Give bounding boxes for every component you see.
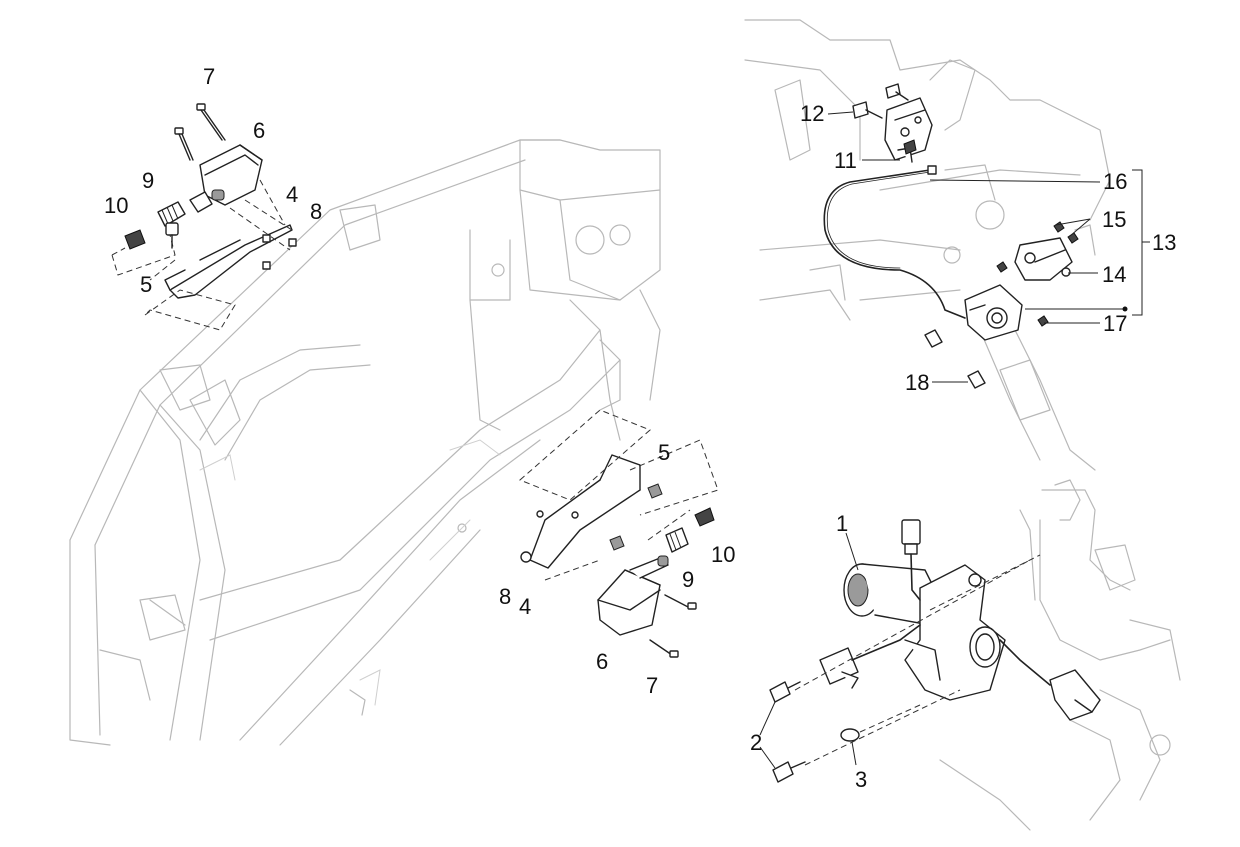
left-actuator-group xyxy=(111,103,297,331)
callout-4-left: 4 xyxy=(286,182,298,207)
callout-12: 12 xyxy=(800,101,824,126)
connector-right xyxy=(999,639,1101,721)
callout-13: 13 xyxy=(1152,230,1176,255)
cover-14 xyxy=(1014,237,1073,281)
callout-8-center: 8 xyxy=(499,584,511,609)
screw-7-left xyxy=(174,103,226,161)
connector-top xyxy=(901,519,921,601)
callout-8-left: 8 xyxy=(310,199,322,224)
bolt-5-center xyxy=(609,483,663,551)
callout-6-left: 6 xyxy=(253,118,265,143)
washer-3 xyxy=(840,728,860,742)
callout-11: 11 xyxy=(834,148,857,173)
ignition-switch-1 xyxy=(843,563,1006,701)
callout-2: 2 xyxy=(750,730,762,755)
callout-7-center: 7 xyxy=(646,673,658,698)
chassis-frame xyxy=(69,139,661,746)
latch-11 xyxy=(884,97,933,163)
callout-4-center: 4 xyxy=(519,594,531,619)
callout-7-left: 7 xyxy=(203,64,215,89)
washer-8-center xyxy=(520,551,532,563)
screw-7-center xyxy=(649,594,697,658)
callout-5-center: 5 xyxy=(658,440,670,465)
callout-15: 15 xyxy=(1102,207,1126,232)
callout-6-center: 6 xyxy=(596,649,608,674)
callout-5-left: 5 xyxy=(140,272,152,297)
callout-3: 3 xyxy=(855,767,867,792)
spring-10-center xyxy=(694,507,715,527)
actuator-6-left xyxy=(189,144,263,213)
cable-end xyxy=(927,165,937,175)
center-actuator-group xyxy=(519,409,719,658)
lock-body xyxy=(964,284,1023,341)
callout-14: 14 xyxy=(1102,262,1126,287)
cable-16 xyxy=(823,169,966,319)
bottom-right-inset xyxy=(759,479,1181,831)
callout-17: 17 xyxy=(1103,311,1127,336)
top-right-inset xyxy=(744,19,1150,471)
spring-10-left xyxy=(111,229,176,276)
bracket-4-left xyxy=(164,224,297,299)
callout-18: 18 xyxy=(905,370,929,395)
bolt-12 xyxy=(852,83,909,119)
callout-9-center: 9 xyxy=(682,567,694,592)
callout-16: 16 xyxy=(1103,169,1127,194)
callout-1: 1 xyxy=(836,511,848,536)
spring-9-center xyxy=(665,527,689,553)
actuator-6-center xyxy=(597,555,669,636)
bracket-4-center xyxy=(529,454,641,569)
spring-9-left xyxy=(157,201,186,227)
bolts-2 xyxy=(769,681,806,783)
screw-17 xyxy=(1037,315,1049,327)
connector-left xyxy=(819,624,921,689)
callout-10-center: 10 xyxy=(711,542,735,567)
callout-10-left: 10 xyxy=(104,193,128,218)
bolt-5-left xyxy=(165,222,179,249)
callout-9-left: 9 xyxy=(142,168,154,193)
nut-18 xyxy=(924,329,986,389)
